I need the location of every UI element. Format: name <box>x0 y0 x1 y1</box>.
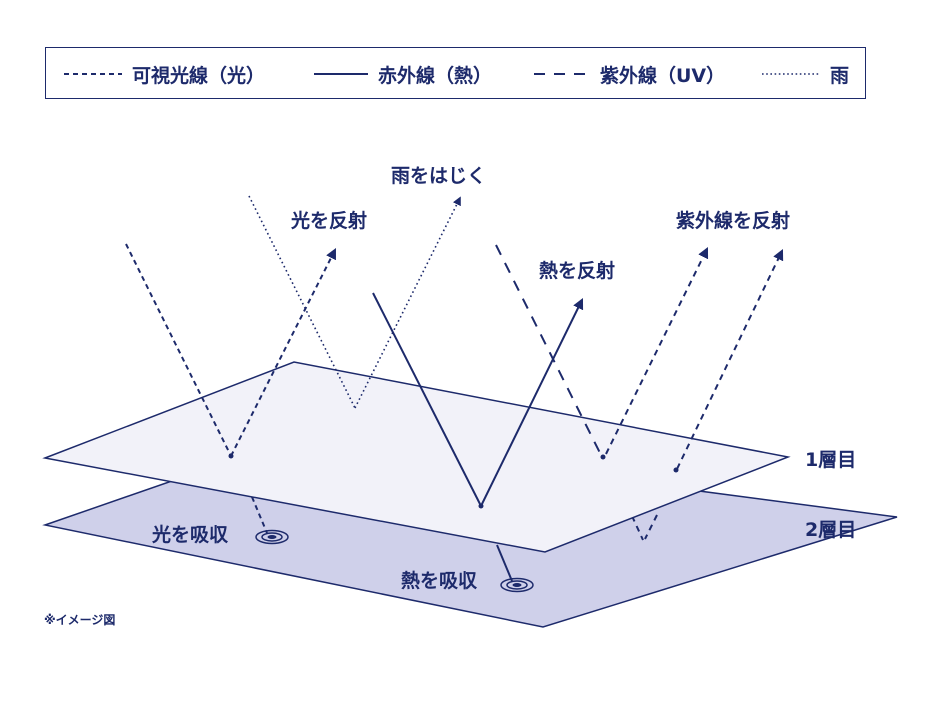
long-dashed-line-icon <box>534 73 590 75</box>
visible-light-incident-line <box>125 243 232 457</box>
infrared-reflect-point <box>478 503 484 509</box>
visible-light-reflect-point <box>228 453 234 459</box>
dashed-line-icon <box>64 73 122 75</box>
uv-reflect-point-2 <box>673 467 679 473</box>
visible-light-transmit-line <box>251 496 268 534</box>
infrared-transmit-line <box>496 544 513 582</box>
label-uv-reflect: 紫外線を反射 <box>676 209 790 232</box>
legend-item-visible: 可視光線（光） <box>64 48 265 100</box>
infrared-reflect-arrow <box>480 298 584 507</box>
legend-label-rain: 雨 <box>830 64 850 87</box>
heat-absorb-ripple-icon <box>500 577 534 593</box>
label-heat-absorb: 熱を吸収 <box>401 569 478 592</box>
visible-light-reflect-arrow <box>230 248 336 457</box>
legend-item-rain: 雨 <box>762 48 849 100</box>
light-absorb-ripple-icon <box>255 529 289 545</box>
label-layer-1: 1層目 <box>805 449 856 471</box>
label-layer-2: 2層目 <box>805 519 856 541</box>
uv-block-line <box>631 515 644 541</box>
image-note: ※イメージ図 <box>44 613 116 627</box>
legend-label-visible: 可視光線（光） <box>132 64 266 87</box>
legend-item-uv: 紫外線（UV） <box>534 48 725 100</box>
label-light-reflect: 光を反射 <box>290 209 367 232</box>
legend-item-infrared: 赤外線（熱） <box>314 48 492 100</box>
legend-label-infrared: 赤外線（熱） <box>378 64 493 87</box>
dotted-line-icon <box>762 73 820 75</box>
legend-label-uv: 紫外線（UV） <box>600 64 726 87</box>
uv-block-line-2 <box>644 514 658 540</box>
label-heat-reflect: 熱を反射 <box>539 259 615 282</box>
legend: 可視光線（光） 赤外線（熱） 紫外線（UV） 雨 <box>45 47 866 99</box>
layer-1-plane <box>42 361 791 553</box>
uv-reflect-arrow-1 <box>605 247 709 455</box>
solid-line-icon <box>314 73 368 75</box>
uv-reflect-arrow-2 <box>676 249 784 470</box>
label-rain-repel: 雨をはじく <box>391 165 486 187</box>
uv-reflect-point-1 <box>600 454 606 460</box>
infrared-incident-line <box>372 292 482 507</box>
label-light-absorb: 光を吸収 <box>151 523 229 546</box>
